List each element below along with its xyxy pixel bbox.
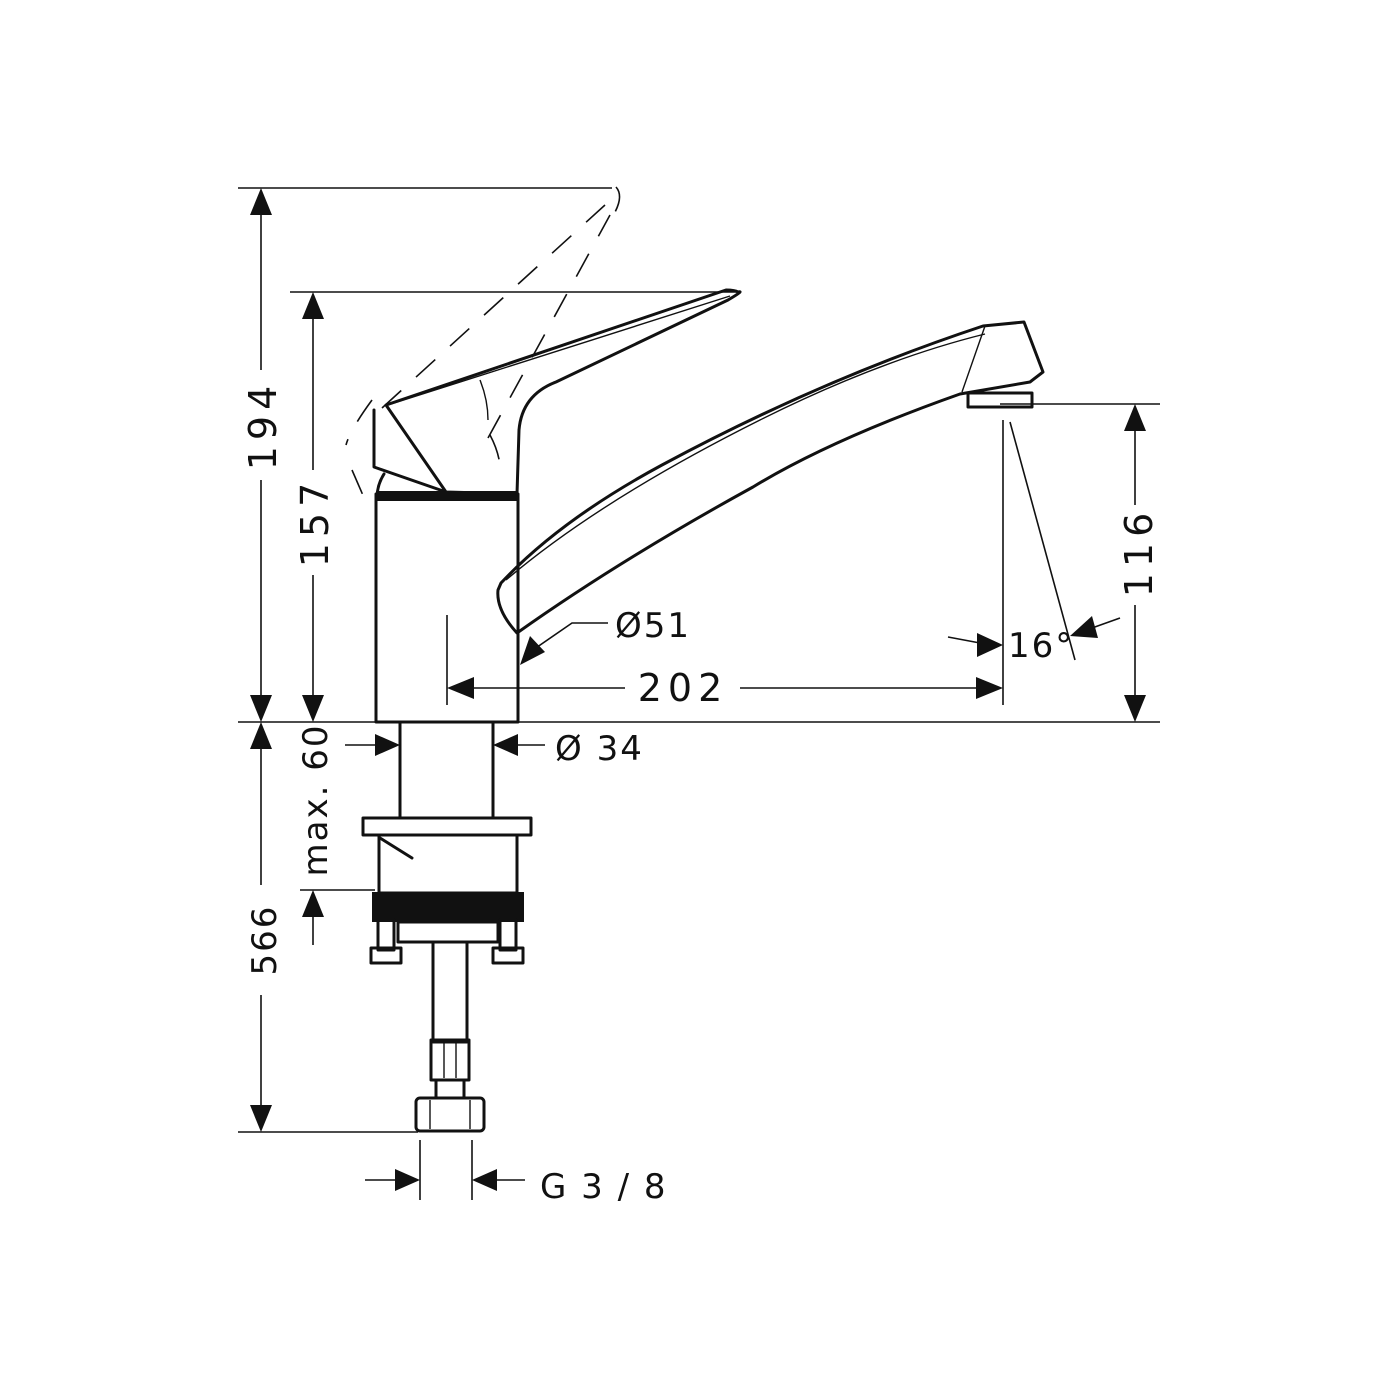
lever-raised-phantom <box>345 186 621 501</box>
dimension-spout-angle: 16° <box>947 421 1121 666</box>
connection-thread-label: G 3 / 8 <box>540 1167 668 1207</box>
dimension-max-counter-thickness: max. 60 <box>296 724 336 945</box>
hose-length-label: 566 <box>245 905 285 976</box>
lever-handle <box>372 288 742 500</box>
lever-height-label: 157 <box>293 477 337 568</box>
spout-reach-label: 202 <box>638 666 729 710</box>
dimension-connection-thread: G 3 / 8 <box>365 1167 668 1207</box>
body-diameter-label: Ø51 <box>615 606 691 646</box>
spout <box>496 320 1045 635</box>
dimension-hose-length: 566 <box>245 722 285 1132</box>
spout-angle-label: 16° <box>1008 626 1074 666</box>
dimension-shank-diameter: Ø 34 <box>345 729 644 769</box>
total-height-label: 194 <box>241 380 285 471</box>
max-thickness-label: max. 60 <box>296 724 336 877</box>
dimension-spout-height: 116 <box>1117 404 1161 722</box>
dimension-total-height: 194 <box>241 188 285 722</box>
dimension-body-diameter: Ø51 <box>520 606 691 665</box>
dimension-lever-height: 157 <box>293 292 337 722</box>
mounting-assembly <box>361 720 533 1133</box>
dimension-spout-reach: 202 <box>447 666 1003 710</box>
spout-height-label: 116 <box>1117 507 1161 598</box>
shank-diameter-label: Ø 34 <box>555 729 644 769</box>
